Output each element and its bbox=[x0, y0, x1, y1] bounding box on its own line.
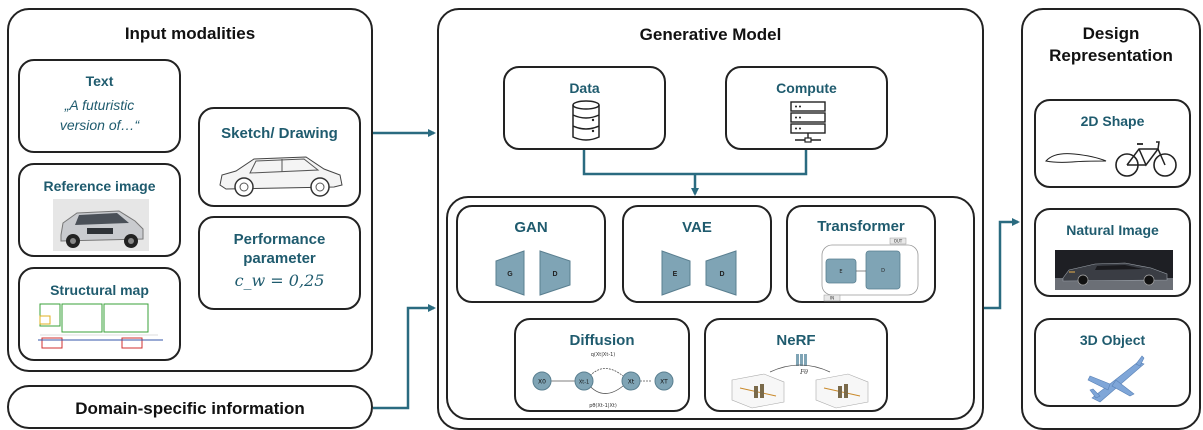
nerf-title: NeRF bbox=[776, 332, 816, 349]
gan-d-label: D bbox=[552, 271, 557, 278]
vae-title: VAE bbox=[682, 219, 712, 236]
diffusion-q-label: q(Xt|Xt-1) bbox=[591, 352, 616, 358]
reference-image-title: Reference image bbox=[43, 178, 156, 194]
design-representation-title-line2: Representation bbox=[1049, 46, 1173, 65]
diffusion-title: Diffusion bbox=[569, 332, 635, 349]
structural-map-image bbox=[38, 302, 163, 354]
arrow-domain-to-model bbox=[373, 304, 436, 410]
transformer-d-label: D bbox=[881, 268, 885, 274]
transformer-title: Transformer bbox=[817, 218, 905, 235]
natural-image-card: Natural Image bbox=[1034, 208, 1191, 297]
gan-card: GAN G D bbox=[456, 205, 606, 303]
nerf-diagram: Fθ bbox=[731, 354, 869, 409]
arrow-model-to-output bbox=[984, 218, 1020, 310]
text-card-quote-line2: version of…“ bbox=[59, 117, 140, 133]
performance-formula: c_w = 0,25 bbox=[234, 271, 325, 290]
transformer-diagram: OUT E D IN bbox=[821, 237, 919, 302]
transformer-in-label: IN bbox=[830, 296, 834, 301]
diffusion-xT: XT bbox=[660, 379, 668, 386]
nerf-card: NeRF Fθ bbox=[704, 318, 888, 412]
diffusion-p-label: pθ(Xt-1|Xt) bbox=[589, 403, 617, 409]
nerf-f-label: Fθ bbox=[799, 369, 808, 376]
diffusion-xt1: Xt-1 bbox=[579, 380, 589, 386]
domain-specific-panel: Domain-specific information bbox=[7, 385, 373, 429]
car-photo bbox=[1055, 250, 1173, 290]
object-3d-card: 3D Object bbox=[1034, 318, 1191, 407]
airfoil-icon bbox=[1045, 153, 1107, 163]
text-card-quote-line1: „A futuristic bbox=[64, 97, 135, 113]
vae-card: VAE E D bbox=[622, 205, 772, 303]
transformer-out-label: OUT bbox=[894, 239, 903, 244]
performance-title-line2: parameter bbox=[243, 250, 316, 267]
structural-map-title: Structural map bbox=[50, 282, 149, 298]
performance-title-line1: Performance bbox=[233, 231, 326, 248]
diffusion-card: Diffusion q(Xt|Xt-1) X0 Xt-1 Xt XT pθ(Xt… bbox=[514, 318, 690, 412]
sketch-drawing-title: Sketch/ Drawing bbox=[221, 125, 338, 142]
reference-image-card: Reference image bbox=[18, 163, 181, 257]
server-icon bbox=[790, 101, 826, 143]
compute-title: Compute bbox=[776, 80, 837, 96]
diffusion-x0: X0 bbox=[538, 379, 546, 386]
text-card: Text „A futuristic version of…“ bbox=[18, 59, 181, 153]
performance-parameter-card: Performance parameter c_w = 0,25 bbox=[198, 216, 361, 310]
data-card: Data bbox=[503, 66, 666, 150]
text-card-title: Text bbox=[85, 73, 114, 89]
diffusion-xt: Xt bbox=[628, 379, 635, 386]
compute-card: Compute bbox=[725, 66, 888, 150]
transformer-e-label: E bbox=[839, 269, 842, 275]
domain-specific-title: Domain-specific information bbox=[75, 399, 305, 418]
gan-diagram: G D bbox=[495, 250, 571, 296]
database-icon bbox=[572, 100, 600, 141]
diffusion-diagram: q(Xt|Xt-1) X0 Xt-1 Xt XT pθ(Xt-1|Xt) bbox=[532, 352, 674, 409]
gan-g-label: G bbox=[507, 271, 513, 278]
design-representation-title-line1: Design bbox=[1082, 24, 1140, 43]
structural-map-card: Structural map bbox=[18, 267, 181, 361]
natural-image-title: Natural Image bbox=[1066, 222, 1159, 238]
airplane-3d-icon bbox=[1087, 355, 1145, 403]
bicycle-icon bbox=[1115, 141, 1177, 177]
transformer-card: Transformer OUT E D IN bbox=[786, 205, 936, 303]
sketch-car-image bbox=[219, 156, 343, 197]
shape-2d-card: 2D Shape bbox=[1034, 99, 1191, 188]
data-title: Data bbox=[569, 80, 600, 96]
generative-model-title: Generative Model bbox=[639, 25, 782, 44]
reference-car-image bbox=[53, 199, 149, 251]
vae-e-label: E bbox=[673, 271, 678, 278]
gan-title: GAN bbox=[514, 219, 548, 236]
vae-d-label: D bbox=[719, 271, 724, 278]
vae-diagram: E D bbox=[661, 250, 737, 296]
object-3d-title: 3D Object bbox=[1079, 332, 1146, 348]
shape-2d-title: 2D Shape bbox=[1080, 113, 1145, 129]
sketch-drawing-card: Sketch/ Drawing bbox=[198, 107, 361, 207]
input-modalities-title: Input modalities bbox=[124, 24, 256, 43]
